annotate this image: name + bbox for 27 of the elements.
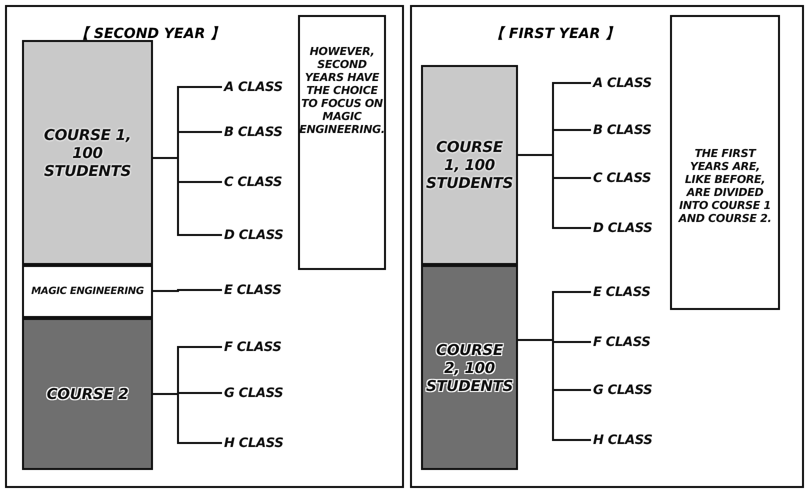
course-block: COURSE 2 bbox=[22, 318, 153, 470]
course-block: COURSE 1, 100 STUDENTS bbox=[22, 40, 153, 265]
class-label: H CLASS bbox=[593, 429, 667, 451]
panel-title: 【 SECOND YEAR 】 bbox=[75, 25, 224, 43]
class-label: B CLASS bbox=[224, 121, 294, 143]
note-box: THE FIRST YEARS ARE, LIKE BEFORE, ARE DIVIDED INTO COURSE 1 AND COURSE 2. bbox=[670, 15, 780, 310]
class-label: H CLASS bbox=[224, 432, 294, 454]
class-label: C CLASS bbox=[224, 171, 294, 193]
connector-line bbox=[153, 157, 222, 236]
connector-line bbox=[153, 289, 222, 292]
course-block: MAGIC ENGINEERING bbox=[22, 265, 153, 318]
class-label: A CLASS bbox=[593, 72, 667, 94]
class-label: D CLASS bbox=[593, 217, 667, 239]
class-label: G CLASS bbox=[224, 382, 294, 404]
class-label: F CLASS bbox=[593, 331, 667, 353]
class-label: E CLASS bbox=[224, 279, 294, 301]
course-block: COURSE 1, 100 STUDENTS bbox=[421, 65, 518, 265]
class-label: C CLASS bbox=[593, 167, 667, 189]
class-label: F CLASS bbox=[224, 336, 294, 358]
class-label: E CLASS bbox=[593, 281, 667, 303]
panel-title: 【 FIRST YEAR 】 bbox=[490, 25, 620, 43]
class-label: D CLASS bbox=[224, 224, 294, 246]
class-label: A CLASS bbox=[224, 76, 294, 98]
class-label: B CLASS bbox=[593, 119, 667, 141]
note-box: HOWEVER, SECOND YEARS HAVE THE CHOICE TO FOCUS ON MAGIC ENGINEERING. bbox=[298, 15, 386, 270]
course-block: COURSE 2, 100 STUDENTS bbox=[421, 265, 518, 470]
class-label: G CLASS bbox=[593, 379, 667, 401]
